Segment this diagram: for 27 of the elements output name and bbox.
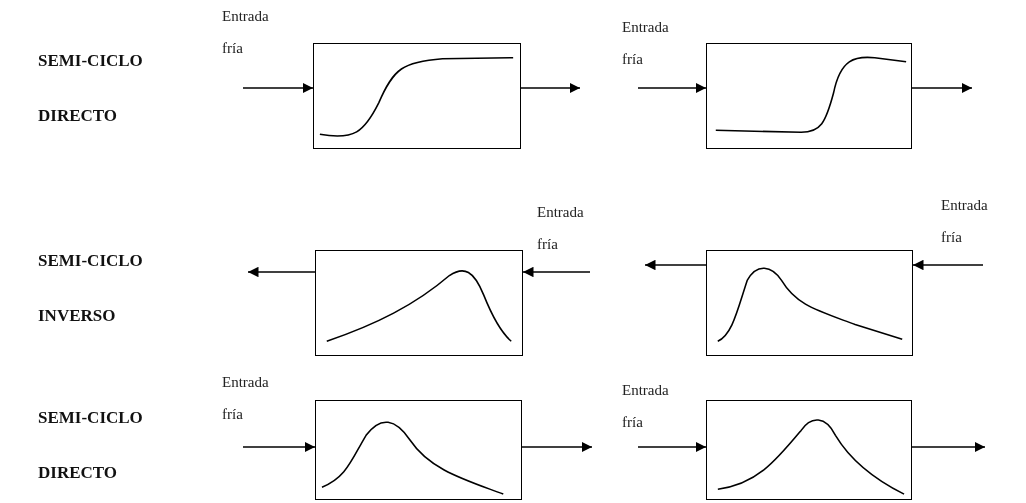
arrow — [637, 441, 707, 453]
process-box — [706, 250, 913, 356]
arrow — [242, 82, 314, 94]
process-box — [706, 43, 912, 149]
arrow — [912, 259, 984, 271]
caption-text: Entrada fría — [537, 203, 585, 254]
caption-text: Entrada fría — [222, 7, 270, 58]
caption-text: Entrada fría — [941, 196, 989, 247]
row-label: SEMI-CICLO DIRECTO — [38, 50, 144, 127]
caption-text: Entrada fría — [222, 373, 270, 424]
arrow — [522, 266, 591, 278]
arrow — [911, 441, 986, 453]
process-box — [313, 43, 521, 149]
arrow — [637, 82, 707, 94]
arrow — [644, 259, 707, 271]
arrow — [520, 82, 581, 94]
process-box — [706, 400, 912, 500]
row-label: SEMI-CICLO INVERSO — [38, 250, 144, 327]
process-box — [315, 250, 523, 356]
arrow — [911, 82, 973, 94]
row-label: SEMI-CICLO DIRECTO — [38, 407, 144, 484]
arrow — [521, 441, 593, 453]
arrow — [247, 266, 316, 278]
arrow — [242, 441, 316, 453]
caption-text: Entrada fría — [622, 18, 670, 69]
caption-text: Entrada fría — [622, 381, 670, 432]
process-box — [315, 400, 522, 500]
